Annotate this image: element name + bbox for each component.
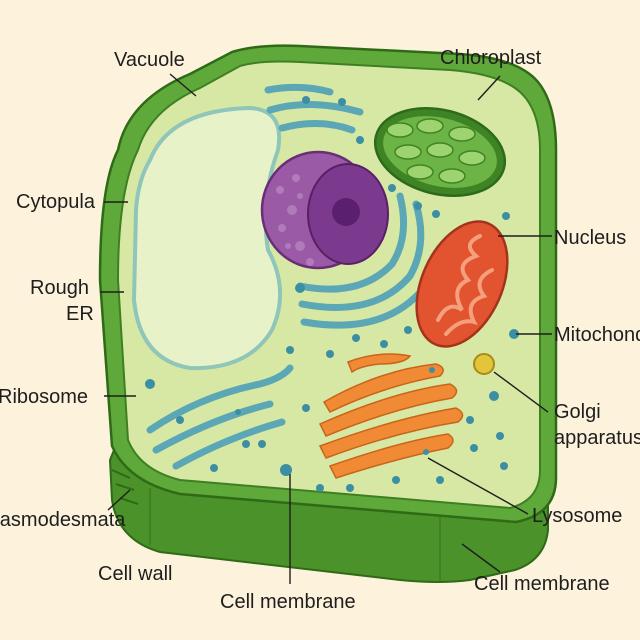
leader-lines bbox=[100, 73, 552, 584]
chloroplast bbox=[373, 106, 507, 198]
vacuole bbox=[131, 105, 283, 371]
smooth-er-lower bbox=[146, 364, 294, 470]
label-cell-wall: Cell wall bbox=[98, 563, 172, 585]
label-golgi-line1: Golgi bbox=[554, 401, 601, 423]
smooth-er-top bbox=[264, 83, 364, 134]
ribosomes bbox=[145, 96, 519, 492]
golgi-apparatus bbox=[318, 353, 464, 479]
lysosome bbox=[473, 353, 495, 375]
label-vacuole: Vacuole bbox=[114, 49, 185, 71]
label-rough-er-line2: ER bbox=[66, 303, 94, 325]
label-golgi-line2: apparatus bbox=[554, 427, 640, 449]
label-cell-membrane-right: Cell membrane bbox=[474, 573, 610, 595]
label-mitochondrion: Mitochondrion bbox=[554, 324, 640, 346]
label-nucleus: Nucleus bbox=[554, 227, 626, 249]
label-cell-membrane-bottom: Cell membrane bbox=[220, 591, 356, 613]
label-rough-er-line1: Rough bbox=[30, 277, 89, 299]
label-cytoplasm: Cytopula bbox=[16, 191, 96, 213]
nucleus bbox=[260, 150, 389, 270]
label-ribosome: Ribosome bbox=[0, 386, 88, 408]
label-plasmodesmata: Plasmodesmata bbox=[0, 509, 126, 531]
label-lysosome: Lysosome bbox=[532, 505, 622, 527]
label-chloroplast: Chloroplast bbox=[440, 47, 542, 69]
mitochondrion bbox=[415, 220, 509, 348]
rough-er bbox=[296, 192, 428, 329]
plasmodesmata-channels bbox=[111, 469, 139, 505]
